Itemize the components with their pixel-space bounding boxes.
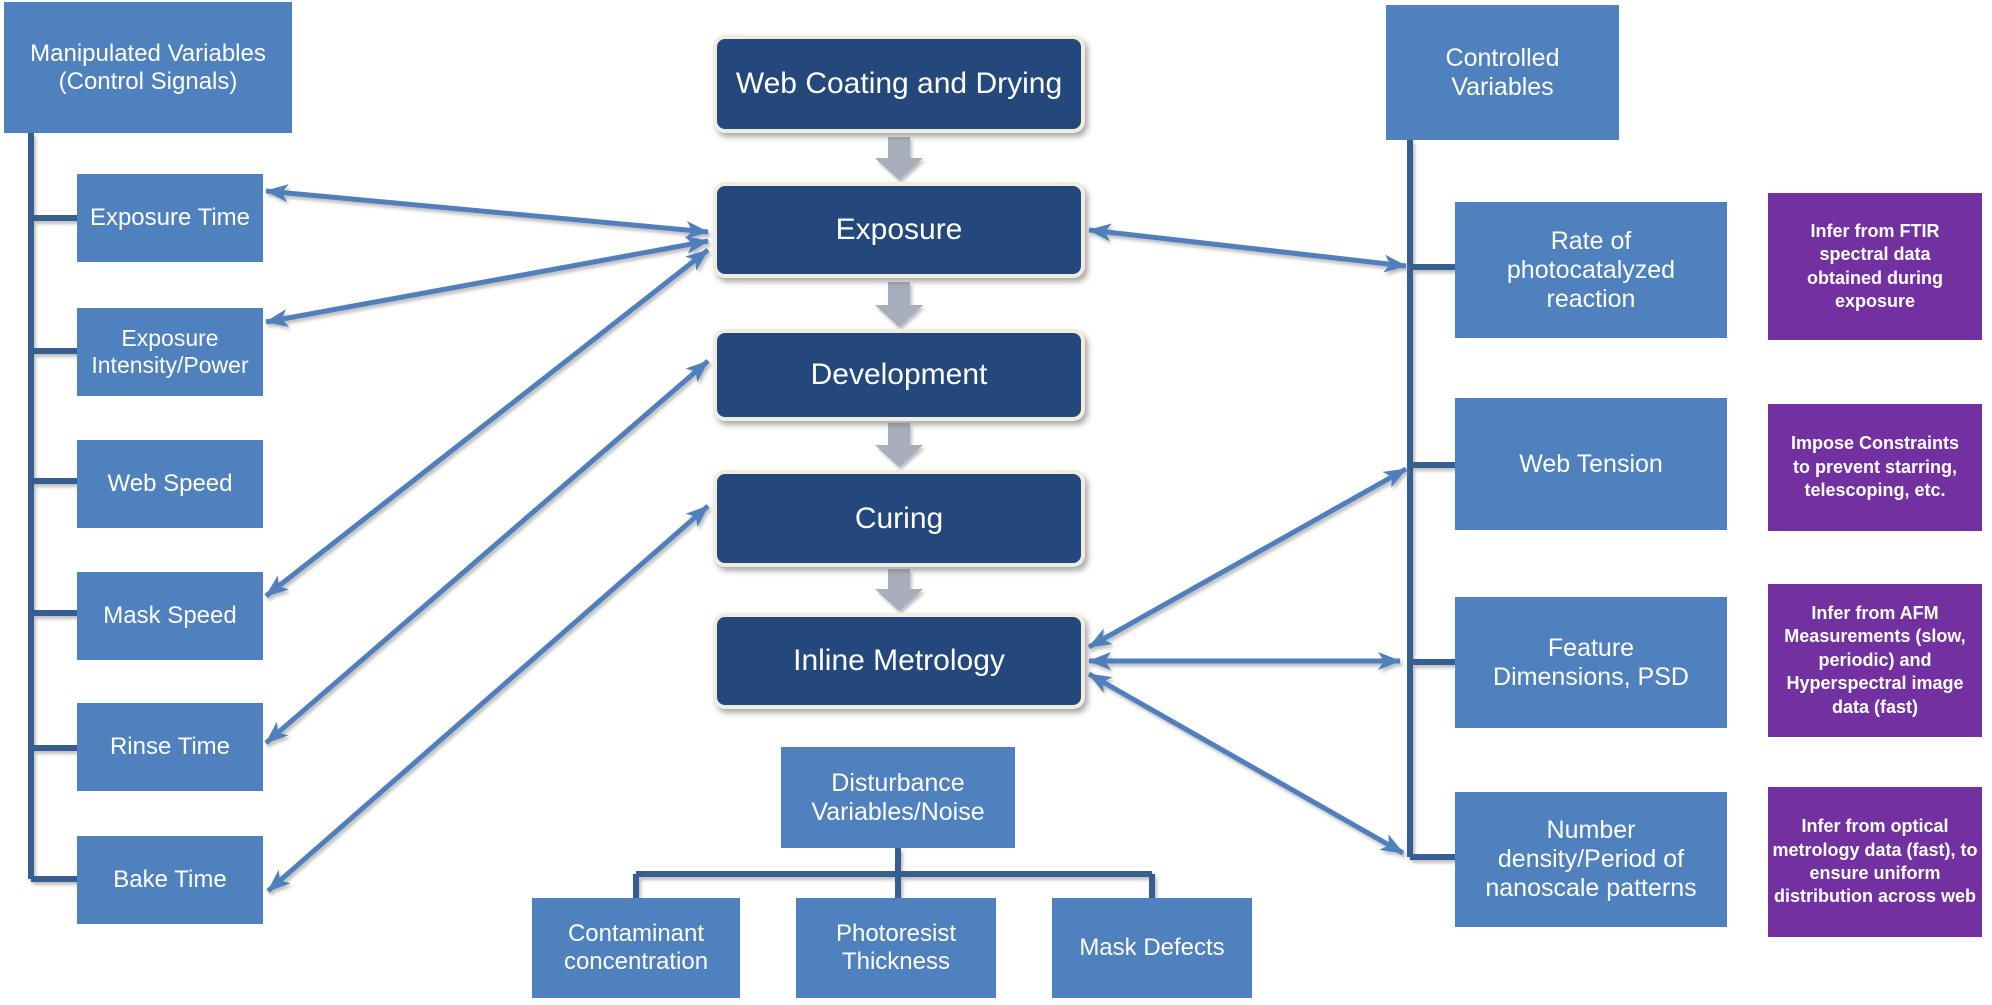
note-text: Impose Constraints to prevent starring, … bbox=[1790, 433, 1960, 501]
node-web-speed: Web Speed bbox=[77, 440, 263, 528]
node-label: Photoresist Thickness bbox=[835, 920, 957, 975]
left-spine-connector bbox=[28, 133, 77, 882]
node-photoresist-thickness: Photoresist Thickness bbox=[796, 898, 996, 998]
node-label: Feature Dimensions, PSD bbox=[1493, 633, 1689, 691]
node-label: Manipulated Variables (Control Signals) bbox=[30, 39, 266, 95]
node-contaminant-concentration: Contaminant concentration bbox=[532, 898, 740, 998]
node-label: Rate of photocatalyzed reaction bbox=[1506, 226, 1676, 313]
node-label: Curing bbox=[854, 501, 944, 535]
node-controlled-variables-header: Controlled Variables bbox=[1386, 5, 1619, 140]
note-text: Infer from AFM Measurements (slow, perio… bbox=[1784, 603, 1966, 717]
node-mask-defects: Mask Defects bbox=[1052, 898, 1252, 998]
node-label: Controlled Variables bbox=[1445, 43, 1560, 101]
node-label: Web Speed bbox=[107, 470, 233, 497]
node-label: Development bbox=[810, 358, 988, 391]
node-rate-of-photocatalyzed-reaction: Rate of photocatalyzed reaction bbox=[1455, 202, 1727, 338]
node-development: Development bbox=[713, 329, 1085, 421]
node-feature-dimensions-psd: Feature Dimensions, PSD bbox=[1455, 597, 1727, 728]
arrow-exposure-reaction-rate bbox=[1088, 223, 1407, 273]
flow-arrow-coating-exposure bbox=[875, 137, 923, 180]
note-ftir-spectral-data: Infer from FTIR spectral data obtained d… bbox=[1768, 193, 1982, 340]
node-rinse-time: Rinse Time bbox=[77, 703, 263, 791]
disturbance-tree-connector bbox=[633, 848, 1155, 898]
node-label: Rinse Time bbox=[109, 733, 231, 760]
node-label: Web Coating and Drying bbox=[735, 67, 1063, 100]
arrow-metrology-web-tension bbox=[1087, 466, 1408, 650]
node-label: Exposure Time bbox=[89, 204, 251, 231]
node-label: Exposure Intensity/Power bbox=[91, 325, 249, 378]
right-spine-connector bbox=[1407, 140, 1455, 860]
note-text: Infer from optical metrology data (fast)… bbox=[1772, 816, 1978, 907]
node-mask-speed: Mask Speed bbox=[77, 572, 263, 660]
node-web-tension: Web Tension bbox=[1455, 398, 1727, 530]
flow-arrow-development-curing bbox=[875, 423, 923, 467]
arrow-rinse-time-development bbox=[264, 359, 710, 745]
node-label: Disturbance Variables/Noise bbox=[811, 768, 985, 826]
arrow-metrology-number-density bbox=[1087, 671, 1405, 856]
node-manipulated-variables-header: Manipulated Variables (Control Signals) bbox=[4, 2, 292, 133]
node-exposure-time: Exposure Time bbox=[77, 174, 263, 262]
node-web-coating-and-drying: Web Coating and Drying bbox=[713, 35, 1085, 133]
node-exposure-intensity-power: Exposure Intensity/Power bbox=[77, 308, 263, 396]
node-bake-time: Bake Time bbox=[77, 836, 263, 924]
arrow-mask-speed-exposure bbox=[264, 248, 710, 598]
note-text: Infer from FTIR spectral data obtained d… bbox=[1807, 220, 1943, 311]
note-optical-metrology: Infer from optical metrology data (fast)… bbox=[1768, 787, 1982, 937]
node-label: Number density/Period of nanoscale patte… bbox=[1485, 816, 1697, 902]
arrow-exposure-intensity-exposure bbox=[265, 236, 709, 327]
node-inline-metrology: Inline Metrology bbox=[713, 613, 1085, 709]
flow-arrow-curing-metrology bbox=[875, 569, 923, 611]
note-impose-constraints: Impose Constraints to prevent starring, … bbox=[1768, 404, 1982, 531]
node-label: Mask Defects bbox=[1079, 934, 1225, 961]
node-label: Contaminant concentration bbox=[563, 920, 709, 975]
flow-arrow-exposure-development bbox=[875, 282, 923, 327]
arrow-bake-time-curing bbox=[266, 504, 710, 893]
node-disturbance-variables: Disturbance Variables/Noise bbox=[781, 747, 1015, 848]
node-label: Inline Metrology bbox=[793, 644, 1005, 677]
node-label: Exposure bbox=[835, 213, 963, 246]
node-exposure: Exposure bbox=[713, 182, 1085, 278]
node-curing: Curing bbox=[713, 470, 1085, 567]
arrow-exposure-time-exposure bbox=[265, 184, 709, 239]
node-label: Web Tension bbox=[1519, 449, 1663, 478]
note-afm-measurements: Infer from AFM Measurements (slow, perio… bbox=[1768, 584, 1982, 737]
node-label: Mask Speed bbox=[103, 602, 237, 629]
node-label: Bake Time bbox=[113, 866, 227, 893]
node-number-density-period: Number density/Period of nanoscale patte… bbox=[1455, 792, 1727, 927]
